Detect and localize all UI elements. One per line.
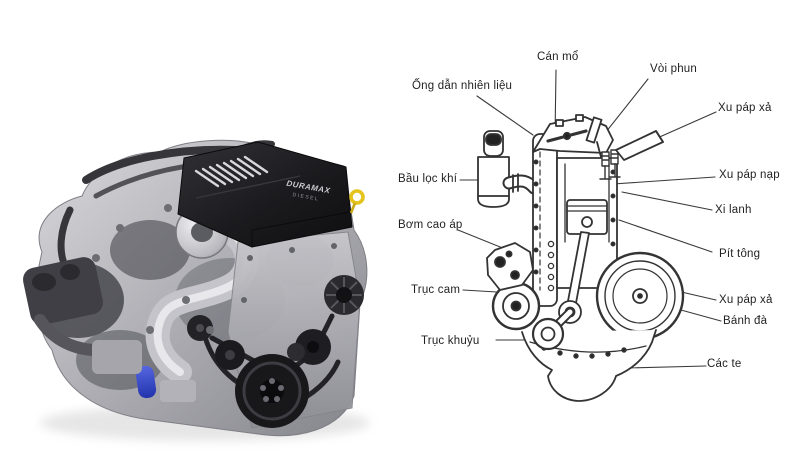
crankshaft (531, 307, 575, 351)
label-voi-phun: Vòi phun (650, 63, 697, 75)
engine-diagram (400, 0, 800, 462)
label-xu-pap-nap: Xu páp nạp (719, 169, 780, 181)
exhaust-stub (615, 130, 664, 161)
label-xu-pap-xa-tren: Xu páp xả (718, 102, 772, 114)
cylinder-head (532, 114, 614, 158)
oil-dipstick-icon (349, 189, 365, 214)
engine-cover: DURAMAX DIESEL (177, 141, 353, 248)
engine-photo-art: DURAMAX DIESEL (23, 139, 370, 441)
label-banh-da: Bánh đà (723, 315, 768, 327)
label-truc-cam: Trục cam (411, 284, 461, 296)
label-bau-loc-khi: Bầu lọc khí (398, 173, 458, 185)
diagram-art (457, 69, 722, 402)
small-idler-pulley (287, 343, 305, 361)
cover-vent-stripes (194, 155, 269, 188)
label-cac-te: Các te (707, 358, 742, 370)
label-can-mo: Cán mổ (537, 51, 579, 63)
cam-followers (547, 240, 555, 292)
engine-photo: DURAMAX DIESEL (23, 139, 370, 441)
valves (599, 149, 621, 180)
label-truc-khuyu: Trục khuỷu (421, 335, 480, 347)
misc-fittings (92, 204, 214, 402)
flywheel (595, 251, 685, 341)
label-pit-tong: Pít tông (719, 248, 761, 260)
coolant-hose (135, 365, 157, 399)
label-xi-lanh: Xi lanh (715, 204, 752, 216)
pushrod-column (532, 133, 558, 307)
high-pressure-pump (486, 242, 534, 291)
label-xu-pap-xa-duoi: Xu páp xả (719, 294, 773, 306)
piston (566, 199, 608, 235)
crank-pulley (235, 354, 309, 428)
label-ong-dan-nhien-lieu: Ống dẫn nhiên liệu (412, 80, 513, 92)
label-bom-cao-ap: Bơm cao áp (398, 219, 463, 231)
air-filter (477, 130, 510, 208)
intake-pipe (502, 173, 541, 195)
exhaust-manifold (23, 257, 103, 356)
engine-cover-text-diesel: DIESEL (292, 192, 319, 203)
pulleys (187, 275, 364, 428)
